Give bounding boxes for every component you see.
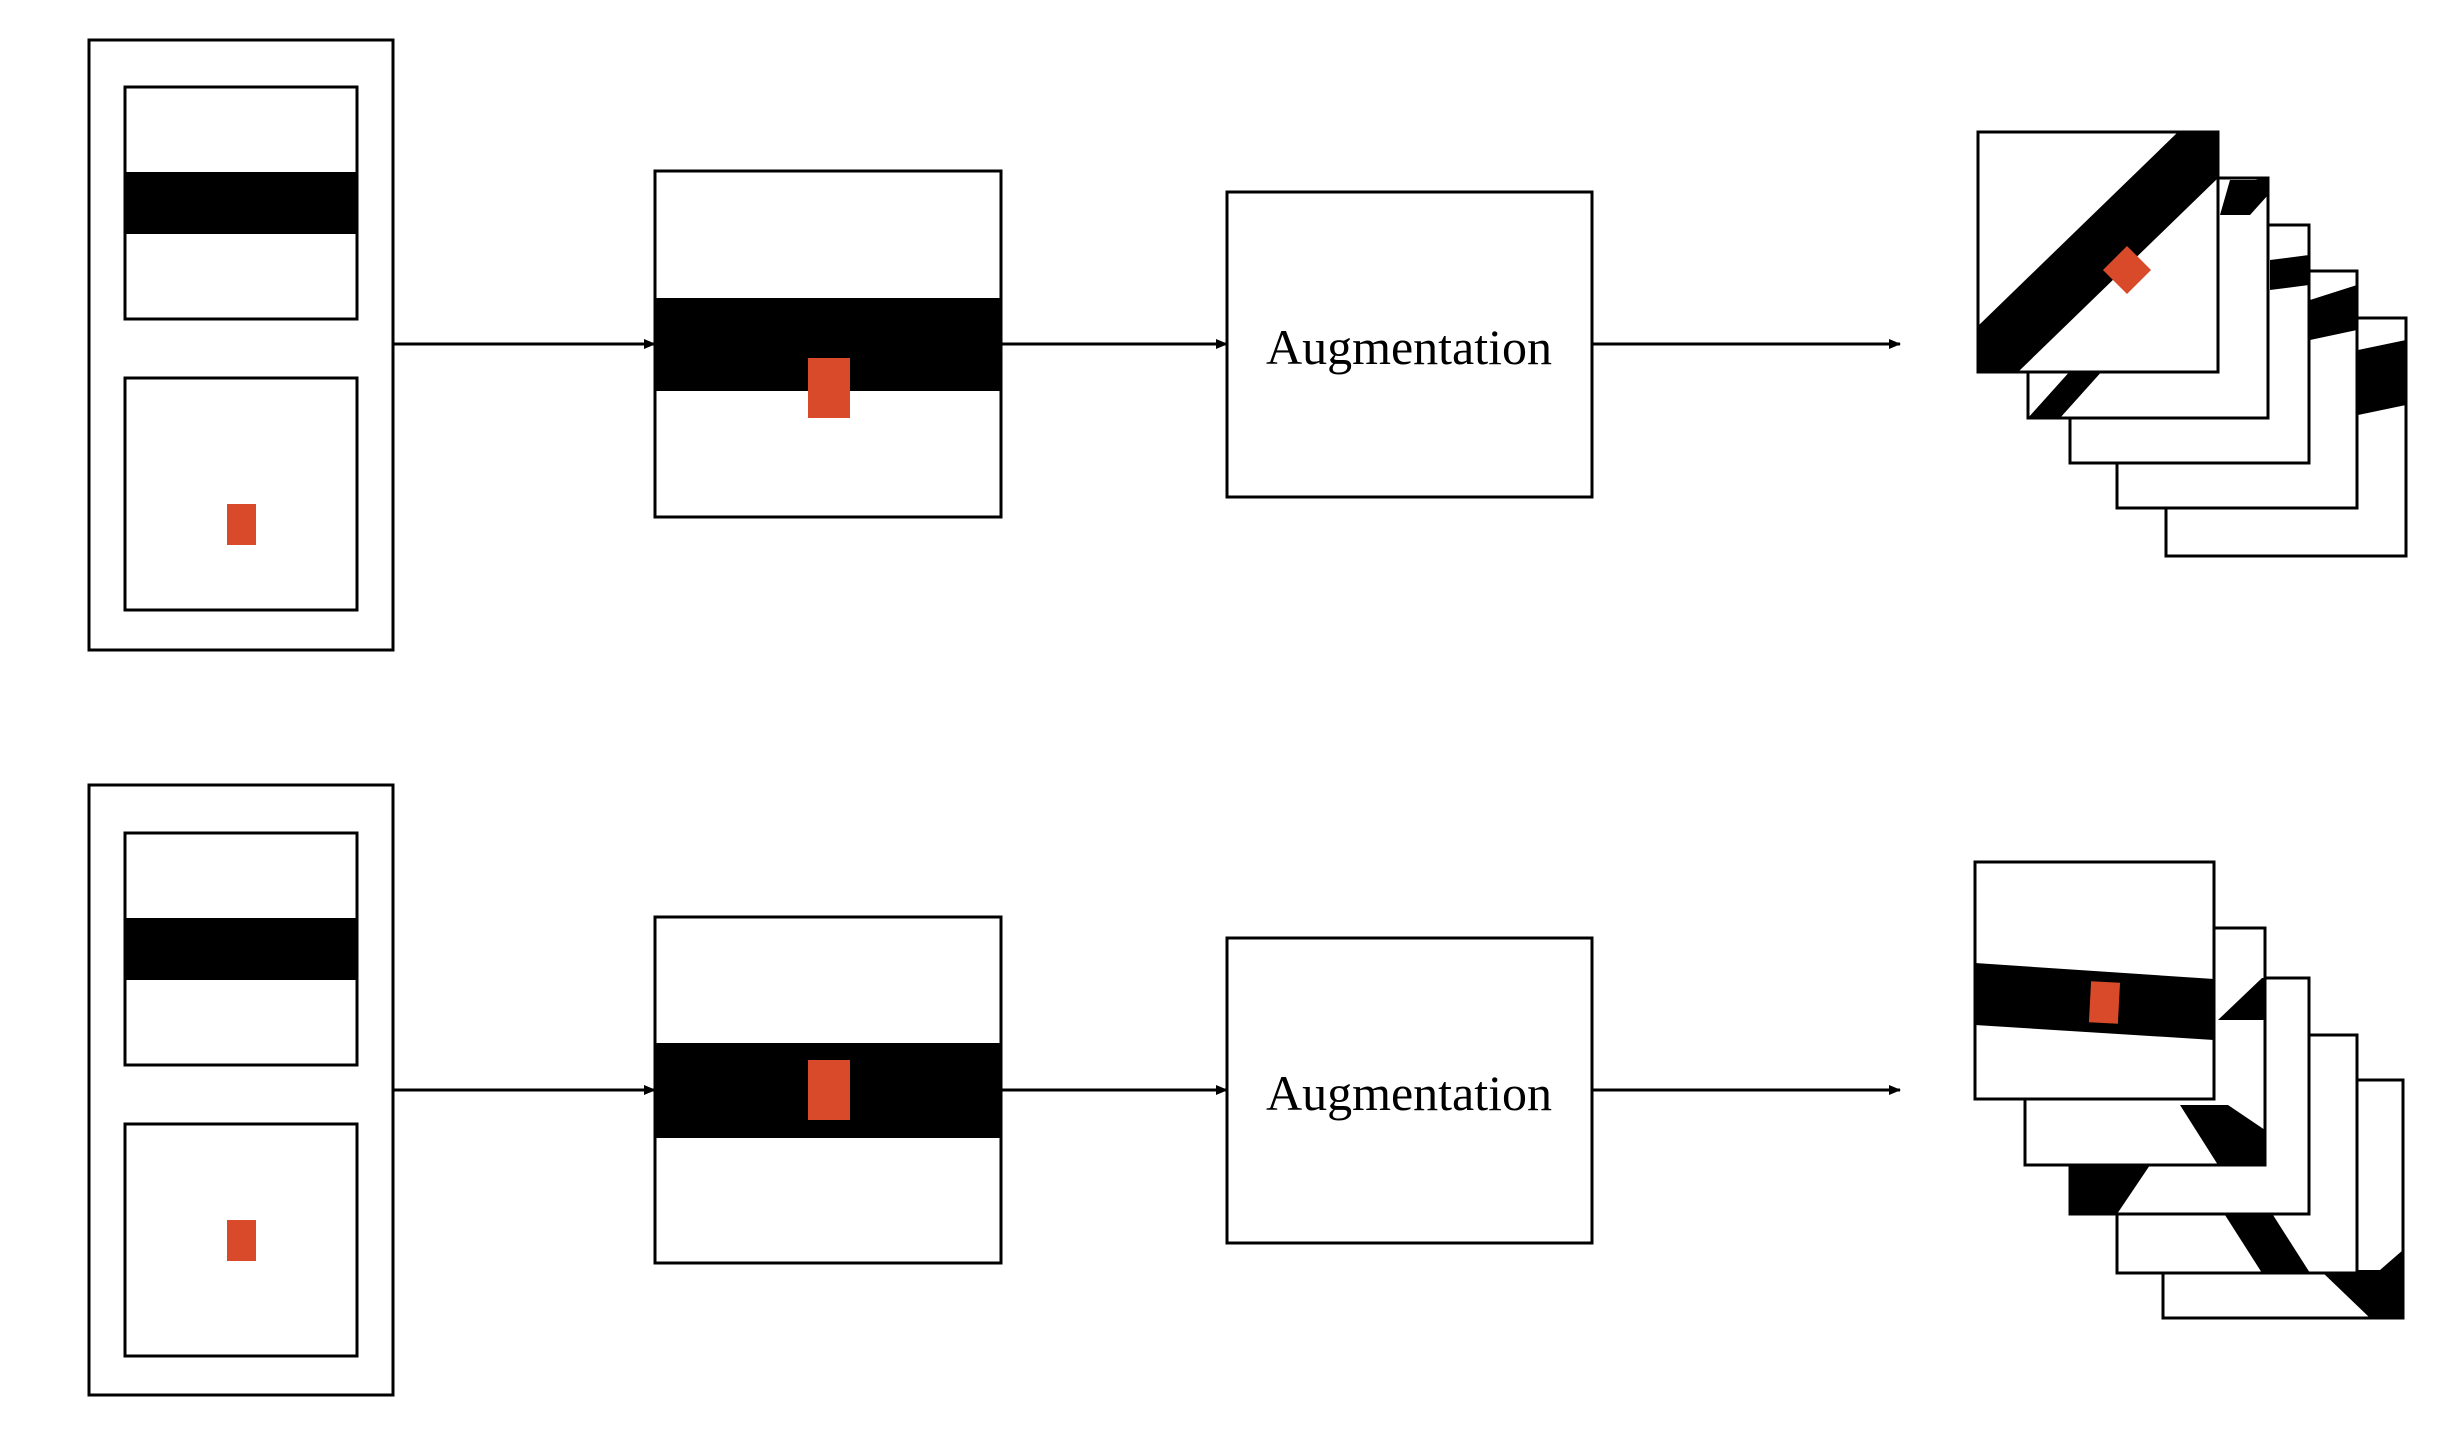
red-marker xyxy=(2102,245,2152,295)
composite-image xyxy=(653,915,1003,1265)
augmented-outputs-stack xyxy=(1973,860,2405,1320)
augmentation-box: Augmentation xyxy=(1225,190,1594,499)
object-image xyxy=(123,376,359,612)
black-band xyxy=(125,918,357,980)
pipeline-top: Augmentation xyxy=(87,38,2408,652)
augmentation-label: Augmentation xyxy=(1266,319,1552,375)
black-band xyxy=(125,172,357,234)
source-images-panel xyxy=(87,783,395,1397)
red-marker xyxy=(2088,981,2121,1024)
object-image xyxy=(123,1122,359,1358)
black-band xyxy=(1978,132,2218,372)
background-image xyxy=(123,831,359,1067)
augmented-outputs-stack xyxy=(1976,130,2408,558)
composite-image xyxy=(653,169,1003,519)
augmented-output-1 xyxy=(1976,130,2220,374)
augmentation-box: Augmentation xyxy=(1225,936,1594,1245)
augmented-output-1 xyxy=(1973,860,2216,1101)
augmentation-label: Augmentation xyxy=(1266,1065,1552,1121)
background-image xyxy=(123,85,359,321)
source-images-panel xyxy=(87,38,395,652)
pipeline-bottom: Augmentation xyxy=(87,783,2405,1397)
red-marker xyxy=(227,504,256,545)
red-marker xyxy=(227,1220,256,1261)
red-marker xyxy=(808,358,850,418)
red-marker xyxy=(808,1060,850,1120)
